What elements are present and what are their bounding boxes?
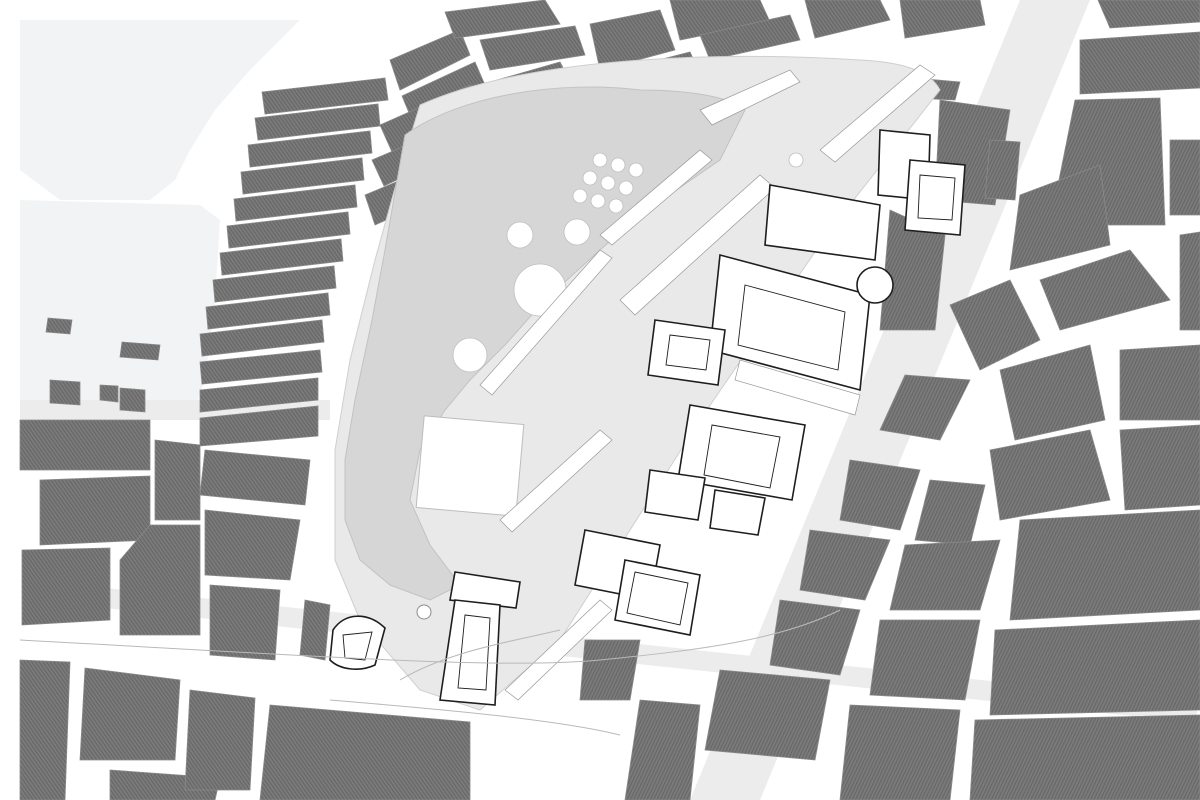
city-blocks-west — [19, 77, 471, 800]
city-blocks-east — [579, 77, 1200, 800]
road-outlines — [19, 609, 841, 736]
historic-building-plans — [329, 129, 966, 706]
road-marker — [416, 604, 432, 620]
row-housing-strips — [479, 64, 936, 701]
river-area — [20, 20, 300, 420]
